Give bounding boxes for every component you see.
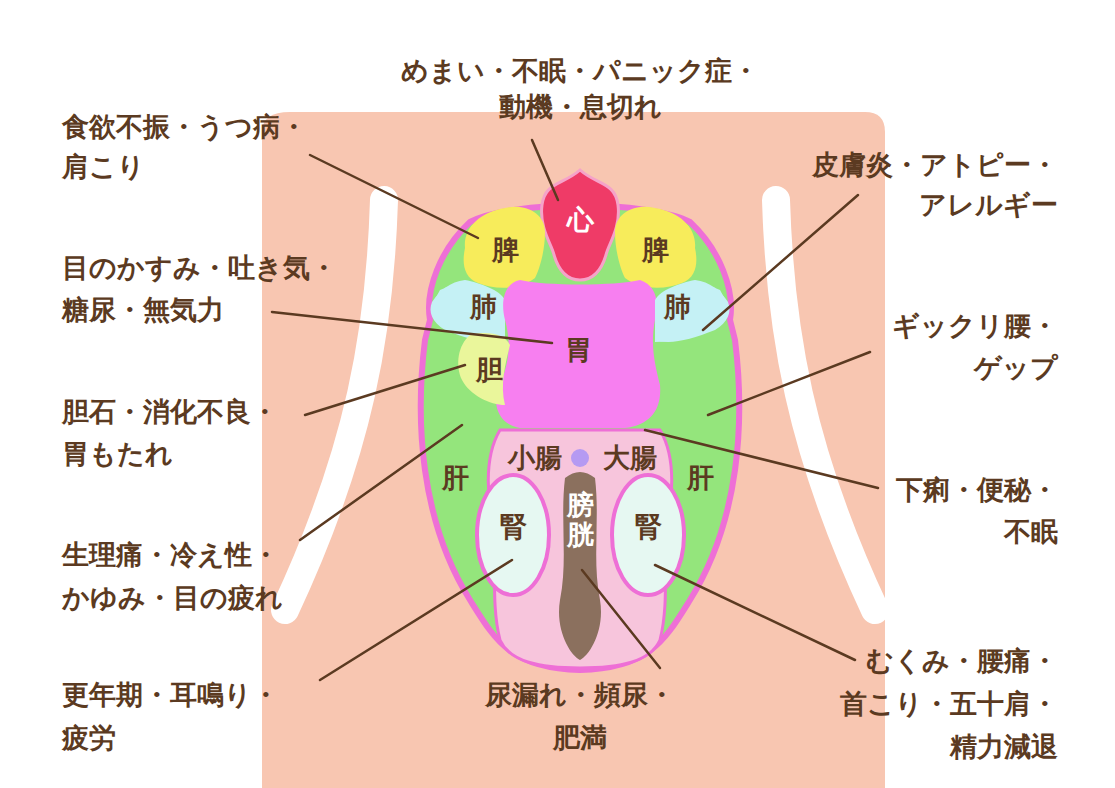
callout-slot: ギックリ腰・ ゲップ [890, 305, 1058, 389]
leader-line [300, 425, 462, 540]
symptom-callout: 胆石・消化不良・ 胃もたれ [62, 391, 280, 475]
leader-line [272, 312, 552, 343]
organ-outline [612, 475, 684, 595]
organ-name: 肺 [470, 291, 497, 323]
organ-outline [464, 207, 545, 288]
organ-outline [496, 280, 660, 428]
callout-slot: 胆石・消化不良・ 胃もたれ [62, 391, 280, 475]
stomach-region: 胃 [492, 278, 664, 430]
leader-line [708, 352, 870, 415]
callout-slot: 皮膚炎・アトピー・ アレルギー [810, 145, 1058, 225]
organ-name: 肝 [687, 462, 714, 494]
heart-region: 心 [538, 166, 622, 284]
callout-slot: 目のかすみ・吐き気・ 糖尿・無気力 [62, 247, 339, 331]
organ-outline [477, 475, 549, 595]
spleen-region: 脾 [612, 203, 700, 291]
leader-line [305, 365, 465, 415]
callout-slot: 下痢・便秘・ 不眠 [894, 469, 1058, 553]
symptom-callout: 食欲不振・うつ病・ 肩こり [62, 107, 309, 187]
organ-outline [559, 472, 601, 660]
organ-outline [655, 280, 729, 342]
leader-line [703, 195, 858, 330]
leader-line [532, 140, 558, 200]
gallbladder-region: 胆 [455, 330, 511, 408]
symptom-callout: 生理痛・冷え性・ かゆみ・目の疲れ [62, 533, 285, 619]
organ-name: 小腸 [508, 442, 562, 474]
symptom-callout: ギックリ腰・ ゲップ [890, 305, 1058, 389]
organ-outline [458, 333, 510, 405]
symptom-callout: 下痢・便秘・ 不眠 [894, 469, 1058, 553]
organ-name: 脾 [642, 234, 669, 266]
callout-slot: めまい・不眠・パニック症・ 動機・息切れ [400, 53, 760, 125]
organ-name: 腎 [500, 511, 527, 543]
callout-slot: 尿漏れ・頻尿・ 肥満 [484, 673, 676, 759]
organ-outline [615, 207, 696, 288]
callout-slot: 食欲不振・うつ病・ 肩こり [62, 107, 309, 187]
kidney-region: 腎 [610, 473, 686, 597]
symptom-callout: 皮膚炎・アトピー・ アレルギー [810, 145, 1058, 225]
organ-name: 肝 [442, 462, 469, 494]
callout-slot: 更年期・耳鳴り・ 疲労 [62, 673, 281, 759]
organ-name: 大腸 [603, 442, 657, 474]
symptom-callout: 尿漏れ・頻尿・ 肥満 [484, 673, 676, 759]
leader-line [310, 155, 478, 238]
leader-line [582, 570, 660, 668]
symptom-callout: めまい・不眠・パニック症・ 動機・息切れ [400, 53, 760, 125]
callout-slot: 生理痛・冷え性・ かゆみ・目の疲れ [62, 533, 285, 619]
spleen-region: 脾 [460, 203, 548, 291]
torso [262, 112, 885, 788]
organ-name: 膀胱 [567, 490, 594, 549]
symptom-callout: むくみ・腰痛・ 首こり・五十肩・ 精力減退 [838, 639, 1058, 768]
lung-region: 肺 [652, 278, 732, 346]
organ-outline [542, 170, 619, 280]
organ-name: 胆 [476, 354, 503, 386]
callout-slot: むくみ・腰痛・ 首こり・五十肩・ 精力減退 [838, 639, 1058, 768]
liver-region: 肝 [675, 455, 725, 501]
arm-gap [776, 200, 875, 610]
leader-line [320, 560, 512, 680]
organ-name: 心 [567, 204, 594, 236]
navel-dot [571, 449, 589, 467]
symptom-callout: 目のかすみ・吐き気・ 糖尿・無気力 [62, 247, 339, 331]
organ-name: 胃 [565, 334, 592, 366]
leader-line [645, 430, 878, 488]
liver-region: 肝 [430, 455, 480, 501]
symptom-callout: 更年期・耳鳴り・ 疲労 [62, 673, 281, 759]
kidney-region: 腎 [475, 473, 551, 597]
organ-name: 脾 [492, 234, 519, 266]
bladder-region: 膀胱 [553, 468, 607, 663]
organ-outline [431, 280, 505, 342]
organ-name: 腎 [635, 511, 662, 543]
leader-line [655, 565, 855, 660]
organ-name: 肺 [664, 291, 691, 323]
